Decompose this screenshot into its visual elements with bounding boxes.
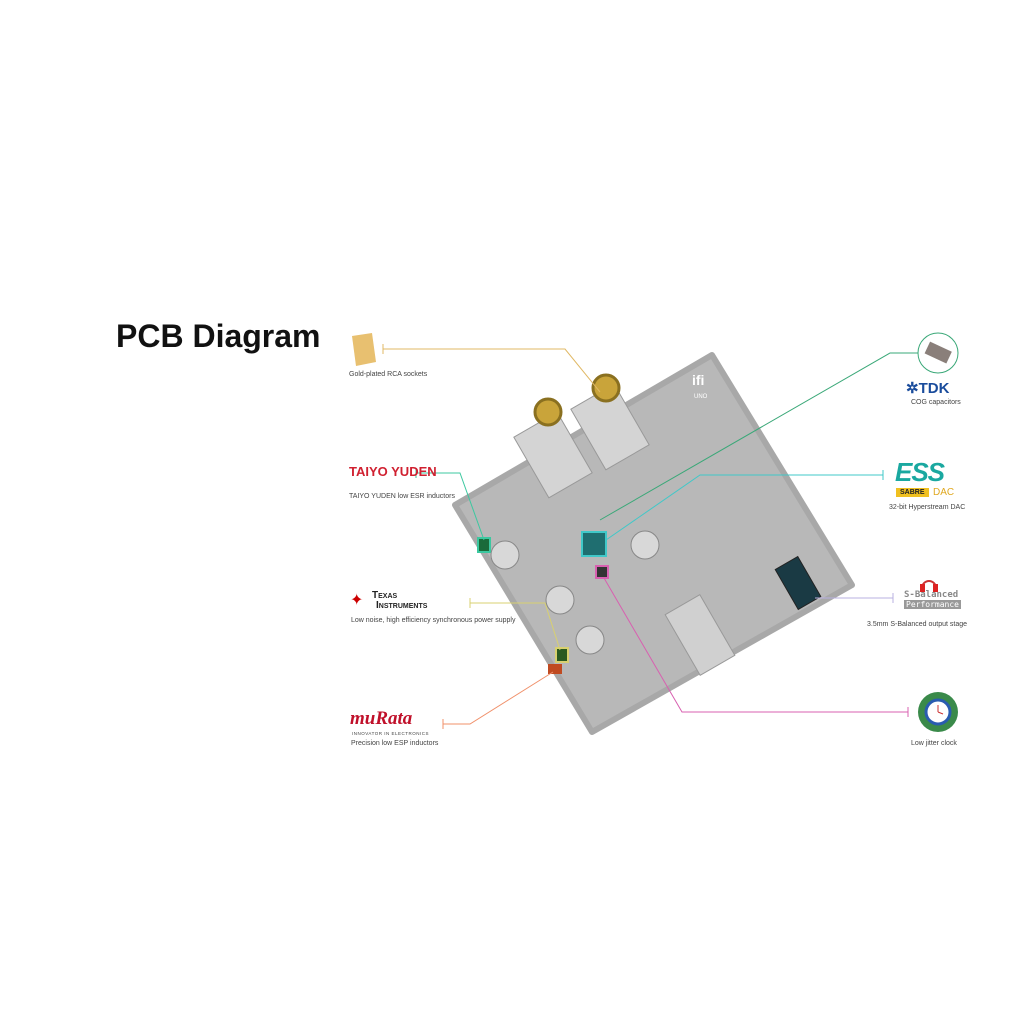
clock-icon — [918, 692, 958, 732]
tdk-capacitor-icon — [917, 332, 959, 374]
board-logo: ifi — [692, 372, 704, 388]
capacitor — [575, 625, 605, 655]
taiyo-caption: TAIYO YUDEN low ESR inductors — [349, 493, 455, 500]
leader-ti — [470, 602, 561, 651]
gold-plate-icon — [352, 333, 376, 366]
capacitor — [545, 585, 575, 615]
page-title: PCB Diagram — [116, 318, 321, 354]
leader-rca — [383, 348, 601, 393]
sbal-logo-line2: Performance — [904, 600, 961, 609]
dac-badge: DAC — [933, 487, 955, 498]
headphone-icon — [920, 580, 938, 592]
ess-logo: ESS — [895, 457, 945, 487]
leader-ess — [605, 474, 883, 541]
ti-chip — [555, 647, 569, 663]
sbal-caption: 3.5mm S-Balanced output stage — [867, 621, 968, 628]
output-jack — [774, 555, 822, 611]
murata-inductor — [548, 664, 562, 674]
murata-logo: muRata — [350, 708, 413, 729]
capacitor — [630, 530, 660, 560]
board-model: UNO — [694, 394, 708, 400]
leader-taiyo — [416, 472, 485, 541]
clock-chip — [595, 565, 609, 579]
rca-socket-right — [570, 373, 650, 471]
rca-socket-left — [513, 397, 593, 499]
taiyo-inductor — [477, 537, 491, 553]
murata-caption: Precision low ESP inductors — [351, 740, 439, 747]
leader-murata — [443, 671, 554, 725]
leader-tdk — [599, 352, 920, 521]
clock-caption: Low jitter clock — [911, 740, 957, 747]
tdk-caption: COG capacitors — [911, 399, 961, 406]
murata-tagline: INNOVATOR IN ELECTRONICS — [352, 731, 430, 736]
taiyo-yuden-logo: TAIYO YUDEN — [349, 464, 437, 479]
dac-chip — [581, 531, 607, 557]
sbal-logo-line1: S-Balanced — [904, 590, 959, 600]
capacitor — [490, 540, 520, 570]
tdk-logo: ✲TDK — [906, 380, 950, 397]
leader-clock — [603, 577, 908, 713]
ti-caption: Low noise, high efficiency synchronous p… — [351, 617, 516, 624]
output-socket — [664, 594, 736, 676]
ti-logo-icon: ✦ — [350, 592, 364, 609]
sabre-badge: SABRE — [896, 488, 929, 497]
ess-caption: 32-bit Hyperstream DAC — [889, 504, 966, 511]
rca-caption: Gold-plated RCA sockets — [349, 371, 428, 378]
